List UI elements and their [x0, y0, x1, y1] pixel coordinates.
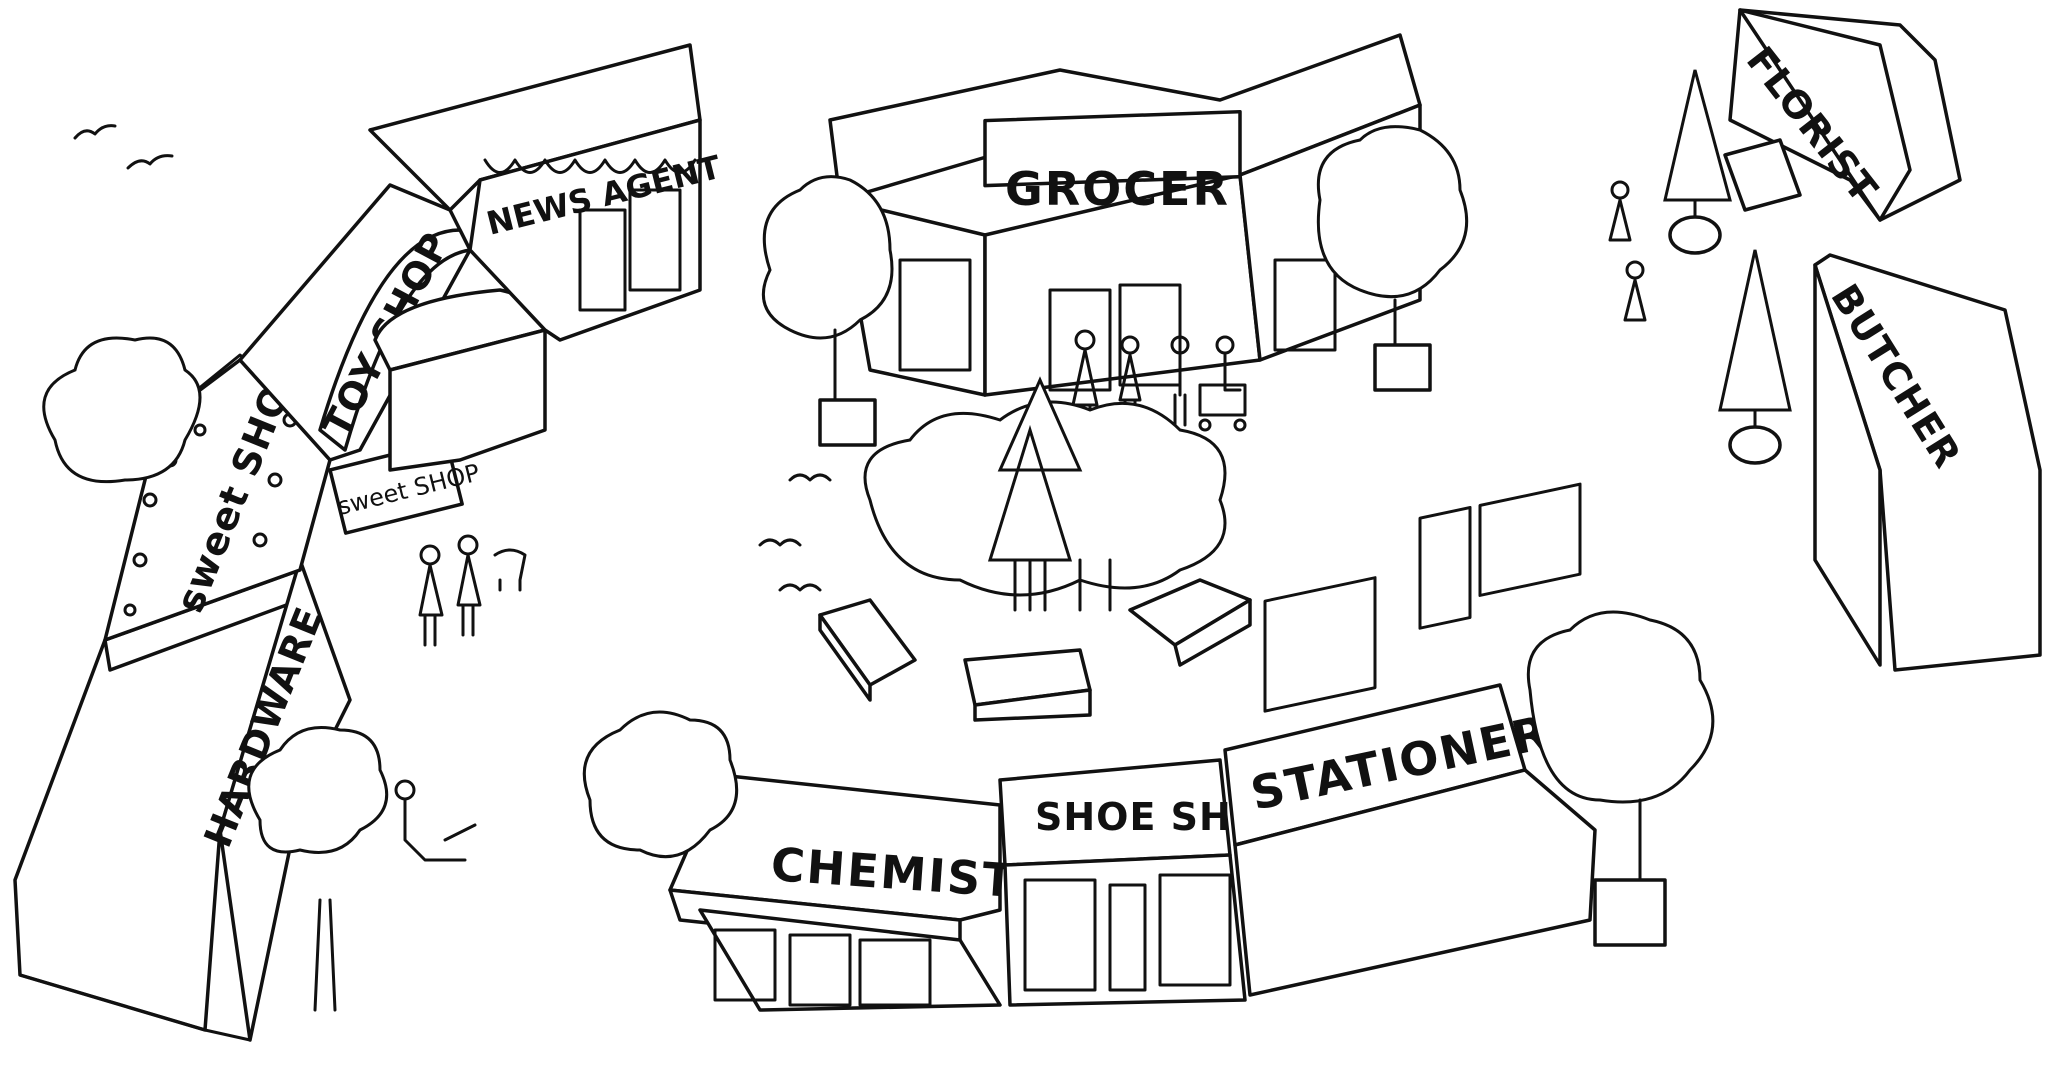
- left-street-block: HARDWARE sweet SHOP sweet SHOP TOY SHOP: [13, 43, 725, 1042]
- left-trees: [42, 336, 389, 1012]
- butcher-building: BUTCHER: [1813, 253, 2042, 672]
- grocer-sign: GROCER: [1005, 162, 1230, 216]
- central-park: [758, 376, 1252, 722]
- people-left: [394, 534, 527, 862]
- toy-shop-building: TOY SHOP: [238, 183, 547, 472]
- right-block: FLORIST BUTCHER: [1608, 8, 2042, 672]
- shoe-shop-building: SHOE SHOP: [998, 758, 1293, 1007]
- grocer-trees: [761, 125, 1469, 447]
- park-bench-right: [1128, 578, 1252, 667]
- grocer-block: GROCER: [761, 33, 1469, 447]
- bottom-trees: [582, 610, 1715, 947]
- bottom-block: CHEMIST SHOE SHOP STATIONER: [582, 482, 1715, 1012]
- stationer-building: STATIONER: [1223, 482, 1597, 997]
- park-bench-left: [818, 598, 917, 702]
- park-birds: [758, 473, 832, 592]
- florist-building: FLORIST: [1723, 8, 1962, 222]
- park-bench-center: [963, 648, 1092, 722]
- chemist-building: CHEMIST: [668, 773, 1017, 1012]
- right-trees: [1663, 69, 1792, 465]
- right-people: [1608, 180, 1647, 322]
- news-agent-building: NEWS AGENT: [368, 43, 725, 342]
- birds: [73, 124, 174, 170]
